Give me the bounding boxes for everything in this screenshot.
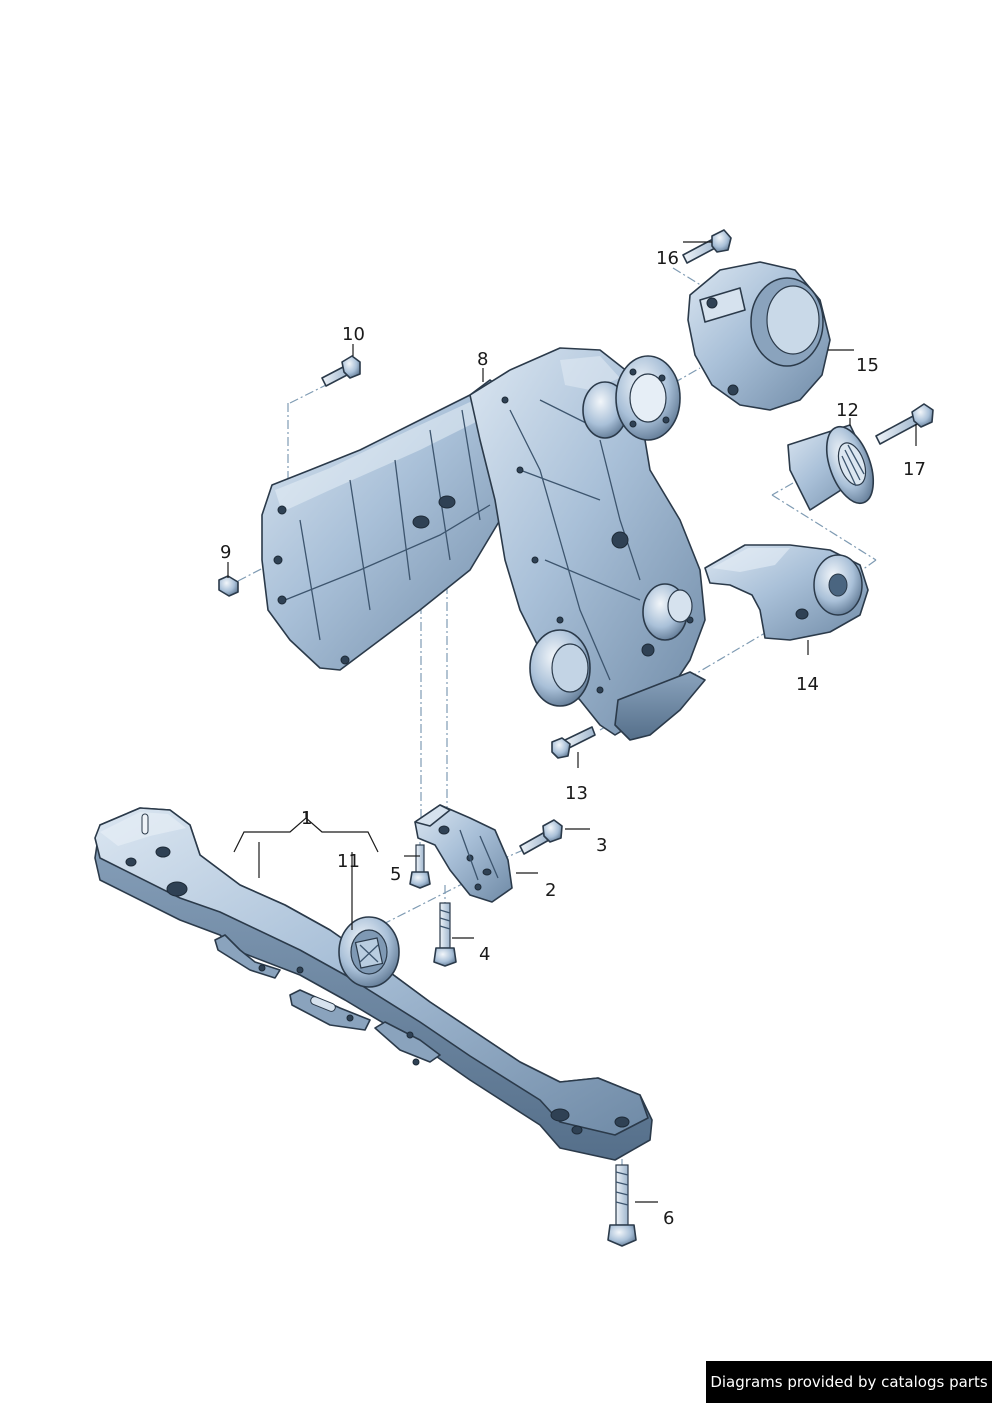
- bolt-17: [875, 403, 934, 445]
- callout-11: 11: [337, 851, 360, 872]
- transfer-case: [261, 347, 706, 741]
- nut-9: [218, 575, 239, 597]
- credit-banner: Diagrams provided by catalogs parts: [706, 1361, 992, 1403]
- callout-labels: 1 2 3 4 5 6 8 9 10 11 12 13 14 15 16 17: [220, 248, 926, 1229]
- callout-1: 1: [301, 808, 312, 829]
- bolt-13: [551, 726, 596, 759]
- callout-5: 5: [390, 864, 401, 885]
- callout-13: 13: [565, 783, 588, 804]
- bolt-3: [519, 819, 563, 855]
- callout-15: 15: [856, 355, 879, 376]
- bolt-16: [682, 229, 732, 264]
- cover-ring: [687, 261, 831, 411]
- callout-8: 8: [477, 349, 488, 370]
- callout-16: 16: [656, 248, 679, 269]
- rear-mount: [704, 544, 869, 641]
- callout-12: 12: [836, 400, 859, 421]
- callout-9: 9: [220, 542, 231, 563]
- crossmember: [94, 807, 653, 1161]
- bushing: [787, 424, 875, 511]
- callout-4: 4: [479, 944, 490, 965]
- bolt-6: [607, 1164, 637, 1247]
- bolt-4: [433, 902, 457, 967]
- transmission-bracket: [414, 804, 513, 903]
- callout-6: 6: [663, 1208, 674, 1229]
- callout-17: 17: [903, 459, 926, 480]
- callout-10: 10: [342, 324, 365, 345]
- callout-14: 14: [796, 674, 819, 695]
- callout-3: 3: [596, 835, 607, 856]
- bolt-5: [409, 844, 431, 889]
- leader-lines: [227, 241, 917, 1203]
- callout-2: 2: [545, 880, 556, 901]
- credit-text: Diagrams provided by catalogs parts: [710, 1373, 988, 1391]
- bolt-10: [321, 355, 361, 387]
